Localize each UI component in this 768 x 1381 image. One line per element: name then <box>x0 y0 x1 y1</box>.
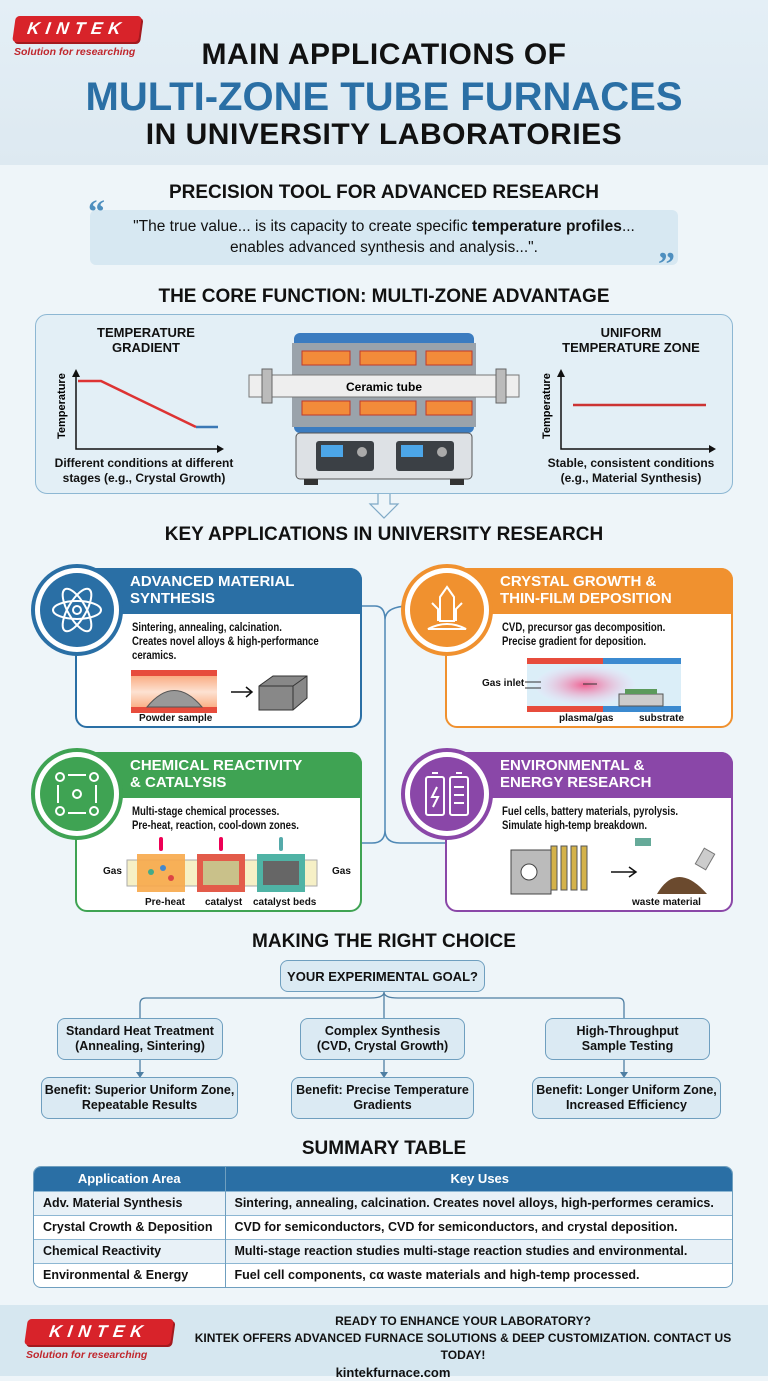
kintek-logo[interactable]: KINTEK Solution for researching <box>12 16 142 58</box>
card-title: CRYSTAL GROWTH & <box>500 573 657 590</box>
molecule-cycle-icon <box>55 772 99 816</box>
footer-url-link[interactable]: kintekfurnace.com <box>335 1365 451 1380</box>
sintering-illustration <box>131 670 308 713</box>
uniform-chart: Temperature <box>541 369 716 453</box>
title-line-3: IN UNIVERSITY LABORATORIES <box>145 118 623 151</box>
card-title: CHEMICAL REACTIVITY <box>130 757 303 774</box>
battery-icon <box>425 772 469 816</box>
uniform-axis-label: Temperature <box>541 373 553 439</box>
goal-box: YOUR EXPERIMENTAL GOAL? <box>280 960 485 992</box>
catalyst-label: catalyst <box>205 897 243 908</box>
footer: KINTEK Solution for researching READY TO… <box>0 1305 768 1380</box>
crystal-icon-circle <box>401 564 493 656</box>
battery-icon-circle <box>401 748 493 840</box>
card-chemical-reactivity: CHEMICAL REACTIVITY& CATALYSIS Multi-sta… <box>75 752 362 912</box>
footer-line-1: READY TO ENHANCE YOUR LABORATORY? <box>335 1314 591 1328</box>
atom-icon <box>52 587 102 633</box>
column-header: Key Uses <box>225 1167 732 1191</box>
fuel-cell-waste-illustration <box>510 838 716 895</box>
cvd-illustration <box>525 658 681 712</box>
atom-icon-circle <box>31 564 123 656</box>
gas-inlet-label: Gas inlet <box>482 678 525 689</box>
open-quote-icon: “ <box>88 194 105 231</box>
crystal-icon <box>427 585 467 630</box>
close-quote-icon: ” <box>658 246 675 283</box>
card-environmental-energy: ENVIRONMENTAL &ENERGY RESEARCH Fuel cell… <box>445 752 733 912</box>
card-description: CVD, precursor gas decomposition.Precise… <box>502 620 666 648</box>
applications-title: KEY APPLICATIONS IN UNIVERSITY RESEARCH <box>164 524 604 545</box>
preheat-label: Pre-heat <box>145 897 186 908</box>
card-title: ENVIRONMENTAL & <box>500 757 645 774</box>
footer-kintek-logo[interactable]: KINTEK Solution for researching <box>24 1319 174 1361</box>
quote-text: enables advanced synthesis and analysis.… <box>230 239 538 256</box>
title-line-1: MAIN APPLICATIONS OF <box>201 38 567 71</box>
column-header: Application Area <box>34 1167 226 1191</box>
uniform-caption: Stable, consistent conditions(e.g., Mate… <box>547 456 715 485</box>
quote-box: "The true value... is its capacity to cr… <box>90 210 678 265</box>
card-description: Fuel cells, battery materials, pyrolysis… <box>502 804 679 832</box>
card-description: Multi-stage chemical processes.Pre-heat,… <box>132 804 299 832</box>
card-title: SYNTHESIS <box>130 590 216 607</box>
quote-emphasis: temperature profiles <box>472 218 622 235</box>
catalyst-beds-label: catalyst beds <box>253 897 317 908</box>
benefit-longer-zone: Benefit: Longer Uniform Zone,Increased E… <box>532 1077 721 1119</box>
card-title: THIN-FILM DEPOSITION <box>500 590 672 607</box>
tube-furnace-illustration: Ceramic tube <box>248 333 520 485</box>
catalysis-illustration <box>126 837 318 892</box>
gradient-chart: Temperature <box>56 369 224 453</box>
quote-text: ... <box>621 218 635 235</box>
option-standard-heat-treatment: Standard Heat Treatment(Annealing, Sinte… <box>57 1018 223 1060</box>
substrate-label: substrate <box>639 713 685 724</box>
choice-title: MAKING THE RIGHT CHOICE <box>252 931 516 952</box>
logo-wordmark: KINTEK <box>24 1319 174 1345</box>
card-title: ENERGY RESEARCH <box>500 774 652 791</box>
gas-in-label: Gas <box>103 866 122 877</box>
decision-tree-lines <box>136 992 628 1078</box>
gradient-axis-label: Temperature <box>56 373 68 439</box>
gas-out-label: Gas <box>332 866 351 877</box>
benefit-uniform-zone: Benefit: Superior Uniform Zone,Repeatabl… <box>41 1077 238 1119</box>
card-crystal-growth: CRYSTAL GROWTH &THIN-FILM DEPOSITION CVD… <box>445 568 733 728</box>
waste-material-label: waste material <box>632 897 701 908</box>
gradient-line <box>78 379 197 429</box>
option-complex-synthesis: Complex Synthesis(CVD, Crystal Growth) <box>300 1018 465 1060</box>
ceramic-tube-label: Ceramic tube <box>346 380 422 394</box>
powder-sample-label: Powder sample <box>139 713 213 724</box>
quote-text: "The true value... is its capacity to cr… <box>133 218 473 235</box>
card-title: & CATALYSIS <box>130 774 227 791</box>
summary-title: SUMMARY TABLE <box>301 1138 467 1159</box>
down-arrow-icon <box>368 494 400 519</box>
title-line-2: MULTI-ZONE TUBE FURNACES <box>85 75 683 119</box>
core-title: THE CORE FUNCTION: MULTI-ZONE ADVANTAGE <box>158 286 610 307</box>
footer-cta: READY TO ENHANCE YOUR LABORATORY? KINTEK… <box>178 1313 748 1381</box>
card-title: ADVANCED MATERIAL <box>130 573 295 590</box>
molecule-icon-circle <box>31 748 123 840</box>
logo-tagline: Solution for researching <box>26 1349 148 1361</box>
logo-tagline: Solution for researching <box>14 46 136 58</box>
footer-line-2: KINTEK OFFERS ADVANCED FURNACE SOLUTIONS… <box>194 1331 732 1362</box>
plasma-gas-label: plasma/gas <box>559 713 614 724</box>
card-description: Sintering, annealing, calcination.Create… <box>132 620 319 662</box>
precision-title: PRECISION TOOL FOR ADVANCED RESEARCH <box>168 182 599 203</box>
